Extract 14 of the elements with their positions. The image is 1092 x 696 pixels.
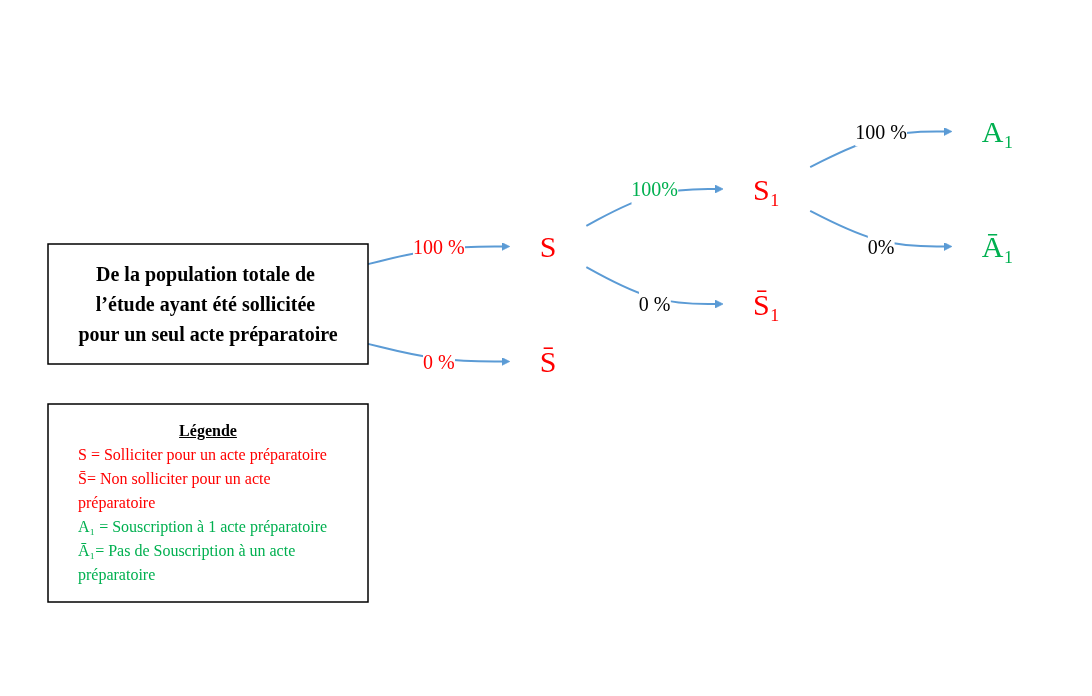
edge-label: 0 %	[423, 350, 455, 373]
edge-label: 0 %	[638, 293, 671, 315]
edge-label: 100%	[631, 178, 679, 200]
node-text: S	[539, 230, 557, 263]
node-text: S̄	[539, 345, 557, 378]
node-text: A₁	[981, 115, 1014, 148]
edge-label: 0%	[867, 235, 895, 258]
node-text: Ā₁	[981, 230, 1014, 263]
node-text: S₁	[753, 172, 781, 206]
edge-label: 100 %	[413, 235, 465, 258]
node-text: S̄₁	[753, 287, 781, 321]
node-box: De la population totale de l’étude ayant été sollicitée pour un seul acte préparatoire	[47, 243, 369, 365]
edge-label: 100 %	[855, 120, 907, 143]
node-box: Légende S = Solliciter pour un acte préparatoire S̄= Non solliciter pour un acte préparatoire A₁ = Souscription à 1 acte préparatoire Ā₁= Pas de Souscription à un acte préparatoire	[47, 403, 369, 603]
